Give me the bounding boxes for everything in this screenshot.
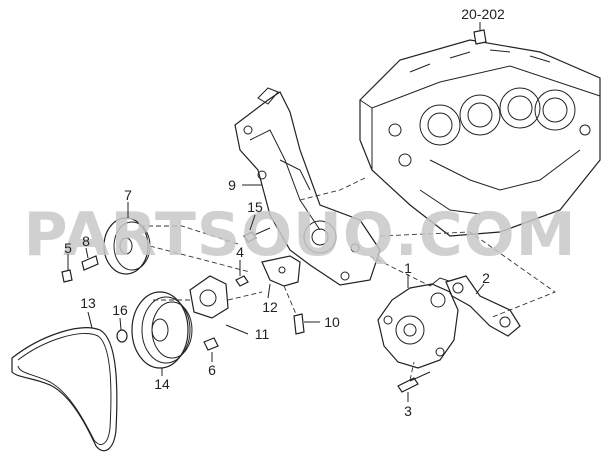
pump-bolt[interactable] [397, 371, 431, 393]
engine-block[interactable] [359, 29, 601, 237]
bolt-4[interactable] [235, 275, 249, 287]
callout-20-202[interactable]: 20-202 [461, 6, 505, 22]
callout-11[interactable]: 11 [255, 326, 270, 342]
watermark: PARTSOUQ.COM [24, 200, 577, 270]
bolt-15[interactable] [243, 227, 271, 243]
bolt-6[interactable] [203, 337, 219, 351]
callout-5[interactable]: 5 [64, 240, 72, 256]
callout-13[interactable]: 13 [80, 295, 96, 311]
nut-16[interactable] [116, 329, 128, 343]
mounting-bracket[interactable] [234, 87, 381, 286]
callout-14[interactable]: 14 [154, 376, 170, 392]
callout-16[interactable]: 16 [112, 302, 128, 318]
drive-belt[interactable] [11, 327, 118, 452]
assembly-lines [140, 177, 556, 381]
drive-pulley[interactable] [131, 291, 193, 369]
callout-labels: 20-202 1 2 3 4 5 6 7 8 9 10 11 12 13 14 … [64, 6, 505, 419]
water-pump[interactable] [377, 277, 459, 369]
callout-2[interactable]: 2 [482, 270, 490, 286]
bolt-5[interactable] [61, 269, 73, 283]
idler-pulley[interactable] [103, 217, 151, 275]
callout-8[interactable]: 8 [82, 233, 90, 249]
callout-15[interactable]: 15 [247, 199, 263, 215]
pulley-hub[interactable] [189, 275, 229, 319]
callout-7[interactable]: 7 [124, 187, 132, 203]
callout-12[interactable]: 12 [262, 299, 278, 315]
callout-4[interactable]: 4 [236, 244, 244, 260]
callout-3[interactable]: 3 [404, 403, 412, 419]
bolt-10[interactable] [293, 313, 305, 335]
small-bracket[interactable] [261, 255, 301, 287]
callout-6[interactable]: 6 [208, 362, 216, 378]
callout-10[interactable]: 10 [324, 314, 340, 330]
callout-9[interactable]: 9 [228, 177, 236, 193]
spacer-8[interactable] [81, 255, 99, 271]
leader-lines [67, 22, 485, 402]
callout-1[interactable]: 1 [404, 260, 412, 276]
pump-gasket[interactable] [445, 275, 521, 337]
